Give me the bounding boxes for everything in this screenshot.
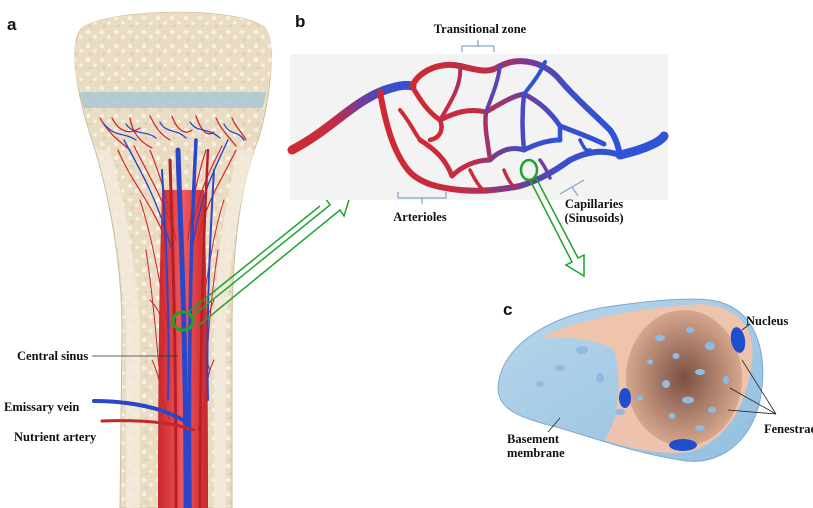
transitional-zone-label: Transitional zone — [434, 22, 527, 36]
panel-c-letter: c — [503, 300, 512, 319]
vessel-network — [287, 58, 669, 194]
capillaries-label-line1: Capillaries — [565, 197, 623, 211]
panel-c: c — [497, 298, 813, 462]
highlight-circle-b — [519, 158, 539, 182]
panel-a-letter: a — [7, 15, 17, 34]
cortical-wall-left — [96, 150, 140, 508]
basement-membrane-label-line1: Basement — [507, 432, 560, 446]
growth-plate — [79, 92, 266, 108]
arterioles-label: Arterioles — [393, 210, 447, 224]
basement-membrane-leader — [547, 417, 561, 433]
capillaries-bracket — [559, 179, 585, 197]
nucleus-label: Nucleus — [746, 314, 789, 328]
fenestrae-label: Fenestrae — [764, 422, 813, 436]
central-vessels — [161, 138, 215, 508]
nutrient-artery — [100, 419, 196, 432]
epiphysis — [74, 12, 273, 93]
emissary-vein — [92, 399, 188, 424]
panel-b: b Transitional zone Arterioles Capillari… — [287, 12, 669, 225]
transitional-zone-bracket — [461, 40, 495, 52]
cortical-wall-right — [214, 150, 254, 508]
basement-membrane-label-line2: membrane — [507, 446, 565, 460]
panel-b-background — [290, 54, 668, 200]
nucleus-top-right — [730, 327, 746, 353]
emissary-vein-label: Emissary vein — [4, 400, 79, 414]
arrow-b-to-c — [529, 177, 585, 278]
highlight-circle-a — [171, 310, 195, 332]
panel-a: a — [4, 11, 273, 508]
central-sinus-label: Central sinus — [17, 349, 88, 363]
panel-b-letter: b — [295, 12, 305, 31]
nutrient-artery-label: Nutrient artery — [14, 430, 97, 444]
arterioles-bracket — [397, 192, 447, 204]
nucleus-left — [619, 388, 631, 408]
nucleus-leader — [741, 323, 751, 331]
fenestrae-holes — [536, 327, 729, 431]
nucleus-bottom — [669, 439, 697, 451]
fenestrae-leaders — [727, 359, 777, 415]
capillaries-label-line2: (Sinusoids) — [564, 211, 623, 225]
